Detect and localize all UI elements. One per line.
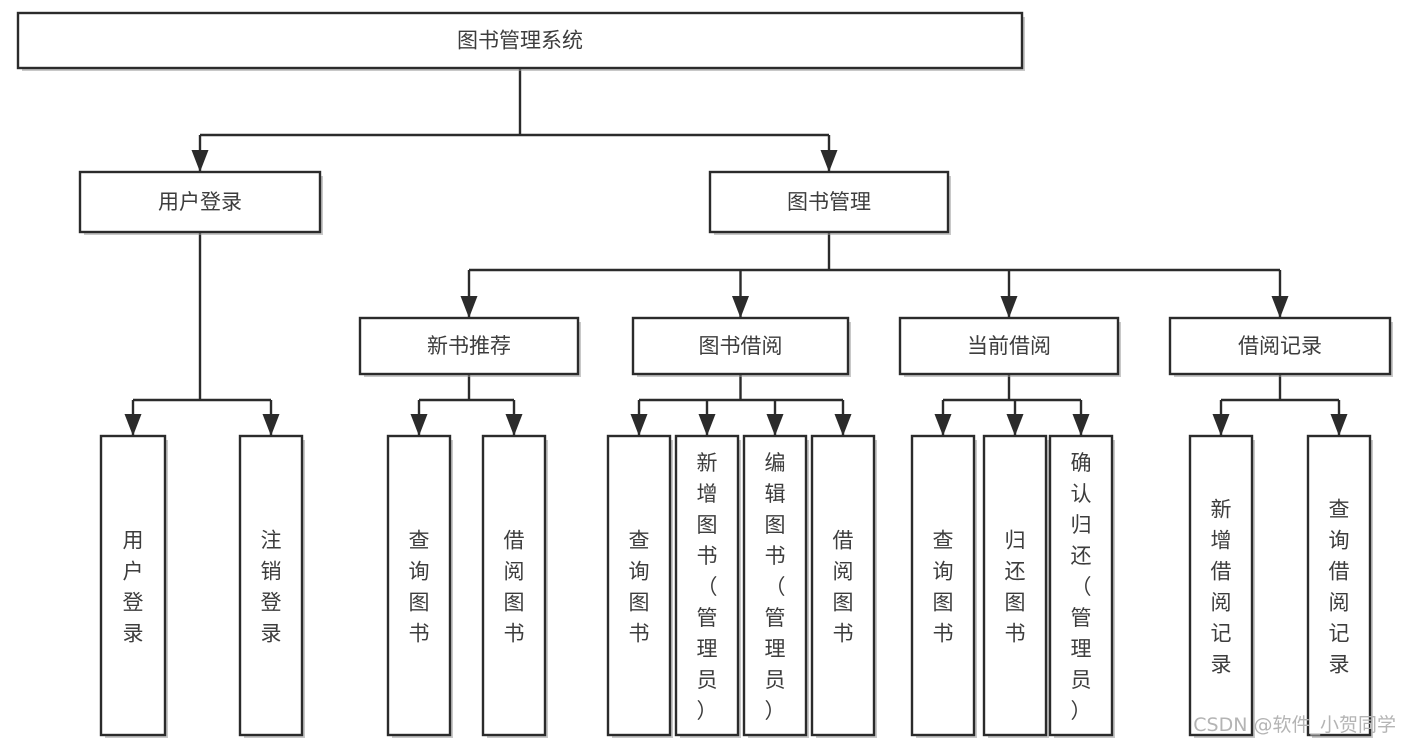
arrow-down-icon	[460, 296, 478, 318]
arrow-down-icon	[191, 150, 209, 172]
node-box[interactable]	[631, 316, 850, 376]
node-box[interactable]	[606, 434, 672, 737]
node-label: 借阅图书	[833, 529, 854, 646]
arrow-down-icon	[1212, 414, 1230, 436]
node-label: 当前借阅	[967, 334, 1051, 358]
node-box[interactable]	[674, 434, 740, 737]
node-box[interactable]	[898, 316, 1120, 376]
arrow-down-icon	[630, 414, 648, 436]
arrow-down-icon	[1330, 414, 1348, 436]
arrow-down-icon	[934, 414, 952, 436]
node-box[interactable]	[1048, 434, 1114, 737]
node-leaf-query-record[interactable]: 查询借阅记录	[1306, 434, 1373, 738]
node-label: 查询图书	[933, 529, 954, 646]
node-borrow-record[interactable]: 借阅记录	[1168, 316, 1393, 377]
node-label: 图书管理系统	[457, 29, 583, 53]
node-label: 编辑图书（管理员）	[765, 451, 786, 723]
node-box[interactable]	[1168, 316, 1392, 376]
node-label: 用户登录	[158, 190, 242, 214]
node-label: 查询图书	[409, 529, 430, 646]
node-leaf-query-book-borrow[interactable]: 查询图书	[606, 434, 673, 738]
node-box[interactable]	[238, 434, 304, 737]
node-box[interactable]	[810, 434, 876, 737]
node-leaf-user-logout[interactable]: 注销登录	[238, 434, 305, 738]
arrow-down-icon	[262, 414, 280, 436]
node-root[interactable]: 图书管理系统	[16, 11, 1025, 71]
node-box[interactable]	[386, 434, 452, 737]
node-book-manage[interactable]: 图书管理	[708, 170, 951, 235]
arrow-down-icon	[124, 414, 142, 436]
node-label: 查询借阅记录	[1329, 498, 1350, 677]
node-box[interactable]	[708, 170, 950, 234]
node-label: 新书推荐	[427, 334, 511, 358]
csdn-watermark: CSDN @软件_小贺同学	[1193, 714, 1396, 736]
node-leaf-borrow-book[interactable]: 借阅图书	[810, 434, 877, 738]
node-leaf-user-login[interactable]: 用户登录	[99, 434, 168, 738]
node-label: 借阅图书	[504, 529, 525, 646]
node-box[interactable]	[1306, 434, 1372, 737]
arrow-down-icon	[1006, 414, 1024, 436]
node-label: 图书借阅	[699, 334, 783, 358]
node-box[interactable]	[910, 434, 976, 737]
arrow-down-icon	[410, 414, 428, 436]
node-box[interactable]	[982, 434, 1048, 737]
node-user-login[interactable]: 用户登录	[78, 170, 323, 235]
node-label: 借阅记录	[1238, 334, 1322, 358]
node-label: 确认归还（管理员）	[1071, 451, 1092, 723]
node-box[interactable]	[358, 316, 580, 376]
arrow-down-icon	[834, 414, 852, 436]
node-current-borrow[interactable]: 当前借阅	[898, 316, 1121, 377]
node-box[interactable]	[742, 434, 808, 737]
node-book-borrow[interactable]: 图书借阅	[631, 316, 851, 377]
node-leaf-query-book-rec[interactable]: 查询图书	[386, 434, 453, 738]
arrow-down-icon	[820, 150, 838, 172]
node-label: 新增借阅记录	[1211, 498, 1232, 677]
node-box[interactable]	[16, 11, 1024, 70]
node-new-book-recommend[interactable]: 新书推荐	[358, 316, 581, 377]
node-leaf-borrow-book-rec[interactable]: 借阅图书	[481, 434, 548, 738]
arrow-down-icon	[1000, 296, 1018, 318]
node-leaf-add-record[interactable]: 新增借阅记录	[1188, 434, 1255, 738]
node-box[interactable]	[99, 434, 167, 737]
arrow-down-icon	[698, 414, 716, 436]
arrow-down-icon	[1072, 414, 1090, 436]
node-leaf-add-book[interactable]: 新增图书（管理员）	[674, 434, 741, 738]
node-label: 查询图书	[629, 529, 650, 646]
node-box[interactable]	[78, 170, 322, 234]
nodes-layer: 图书管理系统用户登录图书管理新书推荐图书借阅当前借阅借阅记录用户登录注销登录查询…	[16, 11, 1393, 738]
arrow-down-icon	[766, 414, 784, 436]
node-label: 注销登录	[261, 529, 282, 646]
node-label: 用户登录	[123, 529, 144, 646]
node-label: 图书管理	[787, 190, 871, 214]
arrow-down-icon	[1271, 296, 1289, 318]
node-box[interactable]	[1188, 434, 1254, 737]
connectors-layer	[124, 68, 1348, 436]
node-box[interactable]	[481, 434, 547, 737]
node-label: 新增图书（管理员）	[697, 451, 718, 723]
node-leaf-query-book-current[interactable]: 查询图书	[910, 434, 977, 738]
arrow-down-icon	[732, 296, 749, 318]
node-leaf-return-book[interactable]: 归还图书	[982, 434, 1049, 738]
node-label: 归还图书	[1005, 529, 1026, 646]
node-leaf-confirm-return[interactable]: 确认归还（管理员）	[1048, 434, 1115, 738]
node-leaf-edit-book[interactable]: 编辑图书（管理员）	[742, 434, 809, 738]
arrow-down-icon	[505, 414, 523, 436]
